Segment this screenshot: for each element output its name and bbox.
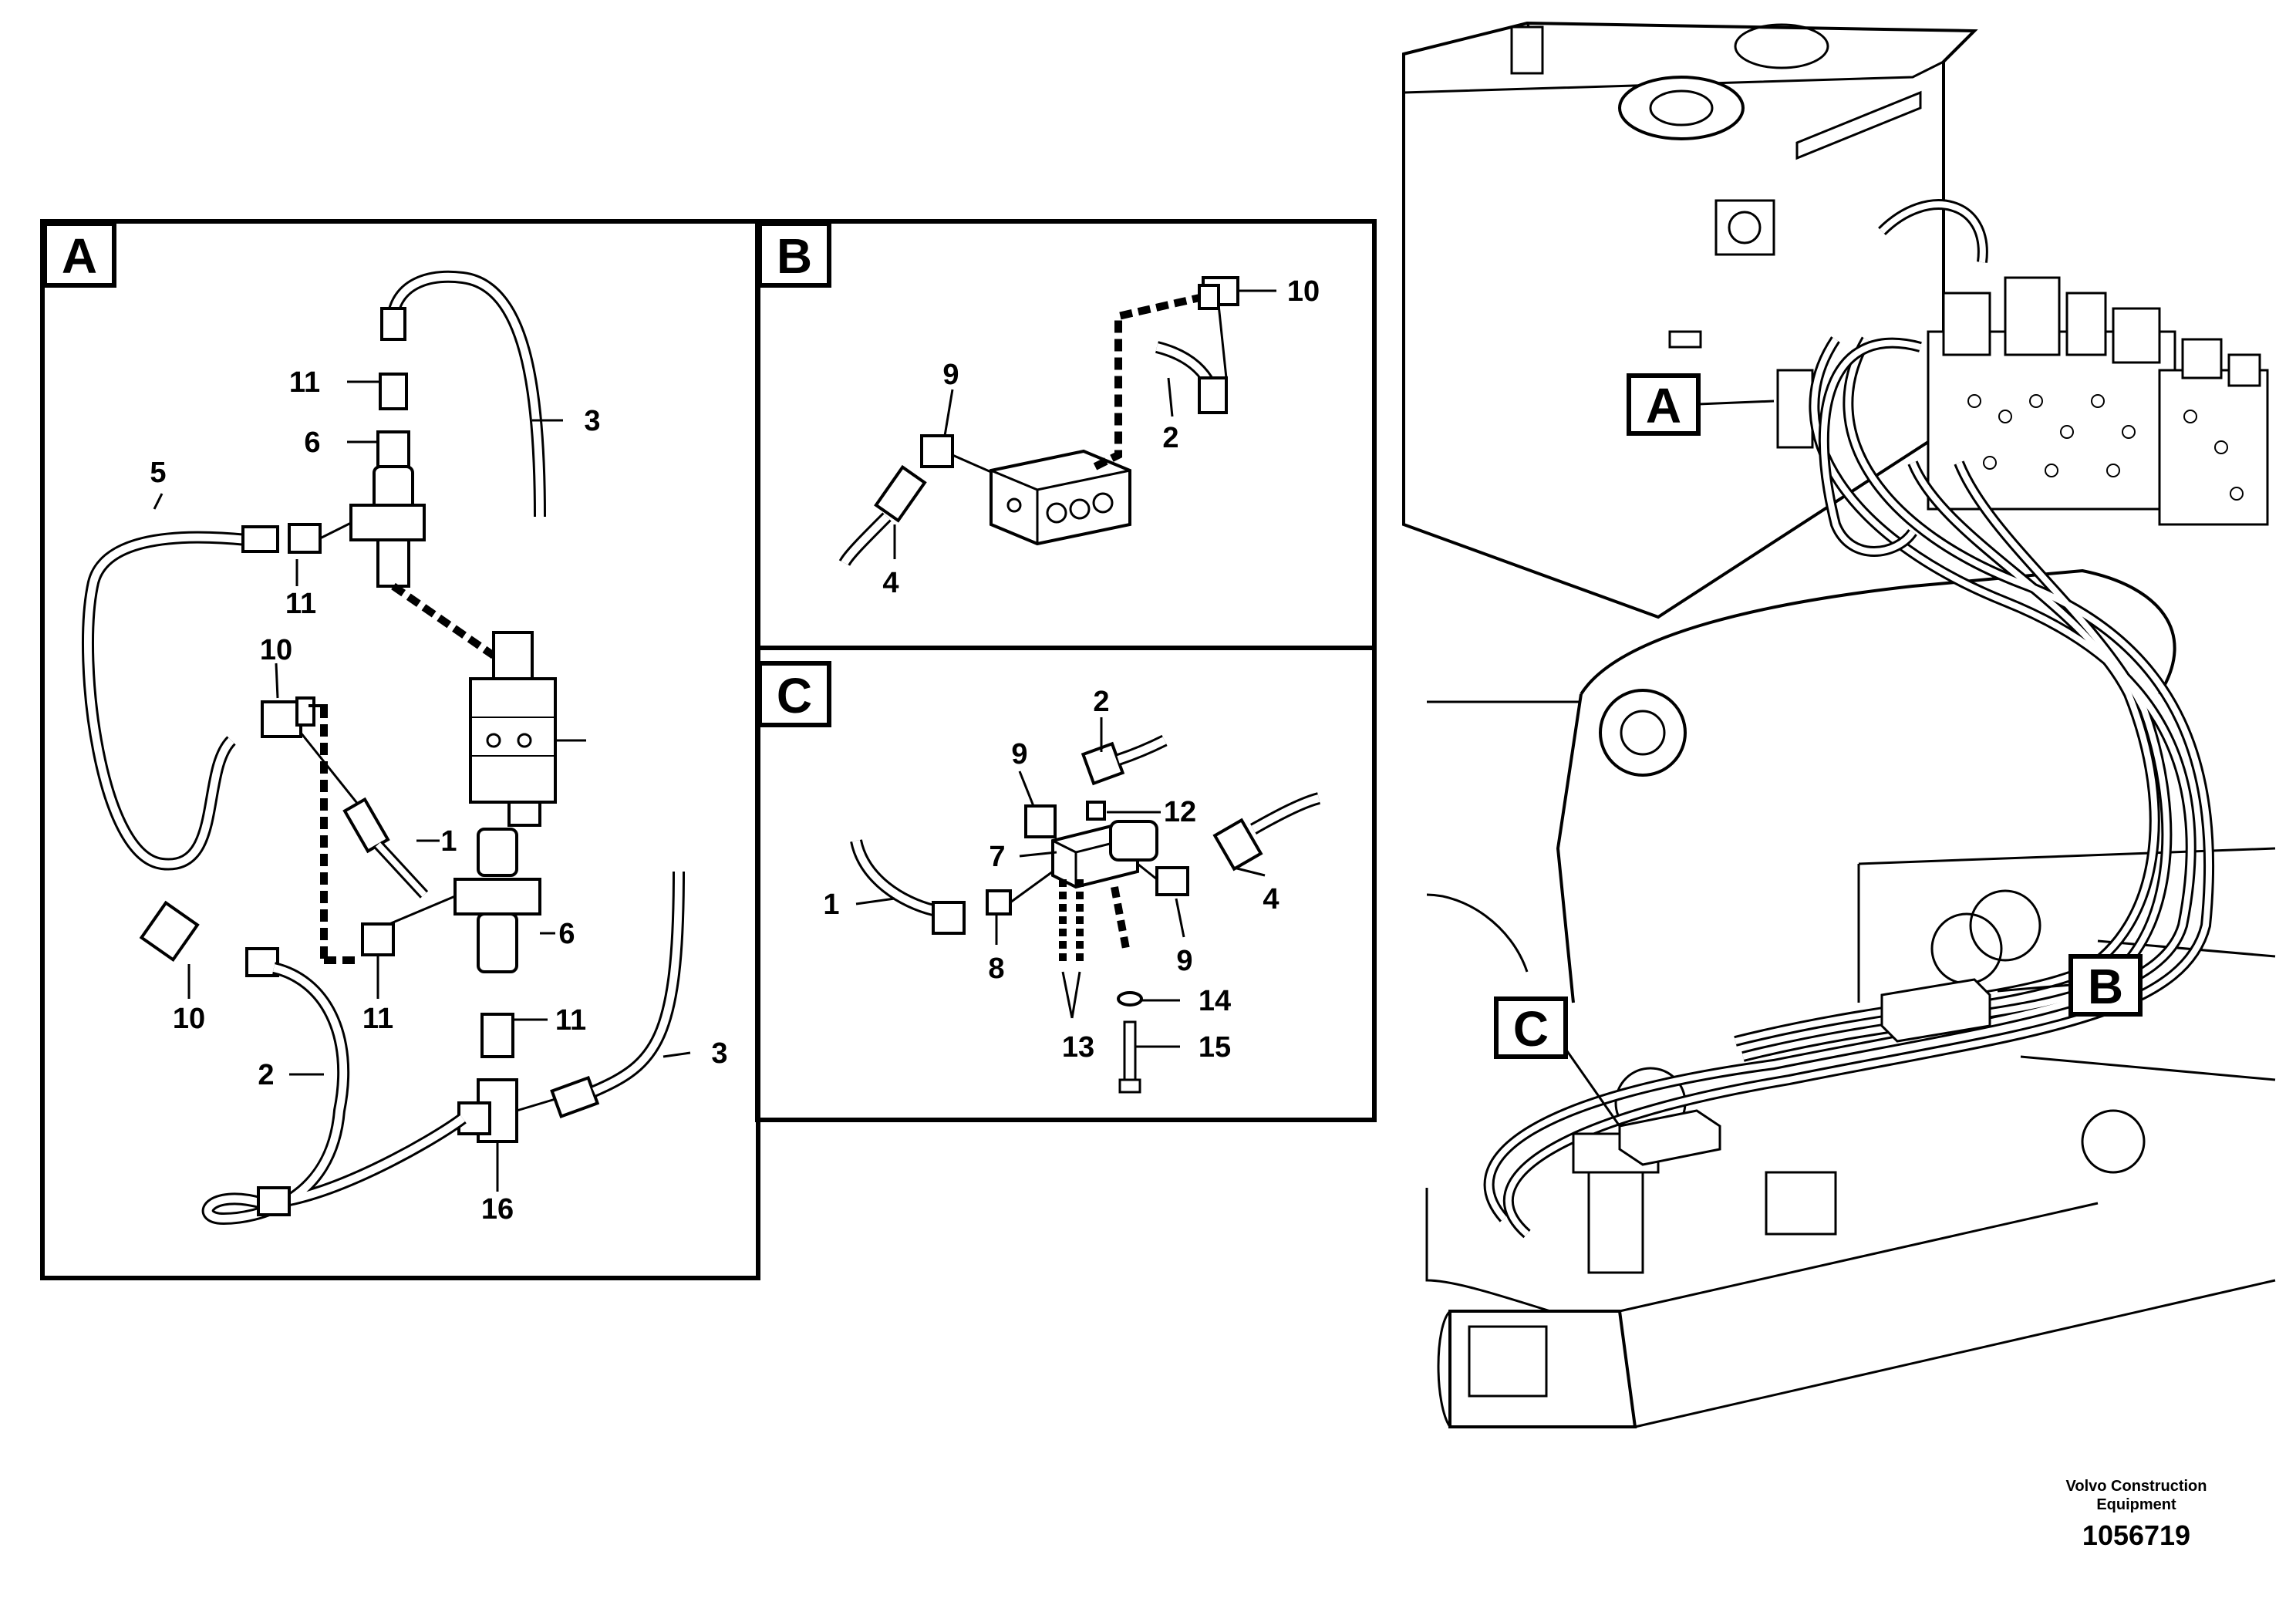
callout-a-10-top: 10: [260, 634, 292, 666]
panel-c-letter: C: [777, 668, 812, 723]
callout-c-14: 14: [1199, 985, 1231, 1017]
callout-a-11-lower-left: 11: [362, 1003, 393, 1035]
callout-a-6-top: 6: [304, 427, 320, 459]
machine-label-b-text: B: [2088, 959, 2123, 1014]
machine-label-c-text: C: [1513, 1001, 1549, 1057]
machine-overview: [1402, 21, 2276, 1428]
callout-c-9-upper: 9: [1011, 738, 1027, 771]
callout-c-12: 12: [1164, 796, 1196, 828]
illustration-number: 1056719: [2082, 1519, 2191, 1551]
callout-c-13: 13: [1062, 1031, 1094, 1064]
detail-panel-b: B 10 9 2 4: [755, 219, 1377, 650]
callout-a-1: 1: [440, 825, 457, 858]
detail-panel-a: A: [40, 219, 760, 1280]
callout-a-11-top: 11: [289, 366, 320, 399]
callout-b-10: 10: [1287, 275, 1320, 308]
panel-b-letter: B: [777, 228, 812, 284]
callout-a-16: 16: [481, 1193, 514, 1226]
panel-a-letter: A: [62, 228, 97, 284]
callout-c-2: 2: [1093, 686, 1109, 718]
callout-c-9-lower: 9: [1176, 945, 1192, 977]
callout-a-10-lower: 10: [173, 1003, 205, 1035]
machine-label-a-text: A: [1646, 378, 1681, 433]
callout-a-3-lower: 3: [711, 1037, 727, 1070]
callout-a-3-top: 3: [584, 405, 600, 437]
callout-a-5: 5: [150, 457, 166, 489]
callout-c-7: 7: [989, 841, 1005, 873]
callout-b-9: 9: [942, 359, 959, 391]
callout-c-4: 4: [1263, 883, 1279, 916]
machine-label-a: A: [1627, 373, 1775, 436]
machine-label-c: C: [1494, 996, 1621, 1127]
machine-label-b: B: [1997, 954, 2143, 1017]
callout-c-8: 8: [988, 953, 1004, 985]
callout-a-11-mid: 11: [285, 588, 316, 620]
callout-a-11-lower-right: 11: [555, 1004, 586, 1037]
callout-c-1: 1: [823, 889, 839, 921]
callout-b-2: 2: [1162, 422, 1178, 454]
callout-a-6-lower: 6: [558, 918, 575, 950]
callout-b-4: 4: [882, 567, 899, 599]
callout-a-2: 2: [258, 1059, 274, 1091]
detail-panel-c: C: [755, 646, 1377, 1122]
callout-c-15: 15: [1199, 1031, 1231, 1064]
manufacturer-line-2: Equipment: [2096, 1496, 2176, 1513]
manufacturer-line-1: Volvo Construction: [2065, 1478, 2207, 1495]
manufacturer-label: Volvo Construction Equipment: [2021, 1477, 2252, 1514]
